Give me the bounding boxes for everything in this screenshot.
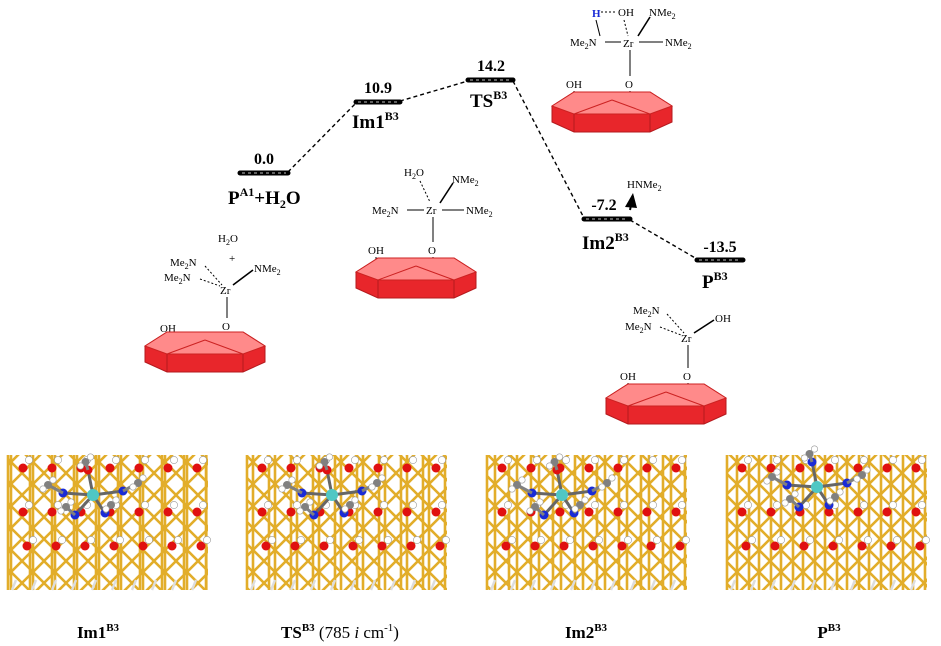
ts-h: H xyxy=(592,8,601,20)
energy-value-pb3: -13.5 xyxy=(703,239,736,256)
im1-surface-model xyxy=(6,453,211,591)
pb3-surface-slab xyxy=(605,383,727,425)
caption-im2: Im2B3 xyxy=(565,622,608,642)
pb3-oh-zr: OH xyxy=(715,313,731,325)
state-label-pa1: PA1+H2O xyxy=(228,185,301,211)
im2-hnme2: HNMe2 xyxy=(627,179,662,193)
surface-models xyxy=(6,445,930,591)
ts-me2n: Me2N xyxy=(570,37,597,51)
ts-oh-top: OH xyxy=(618,7,634,19)
state-label-im2: Im2B3 xyxy=(582,230,629,254)
im1-nme2-right: NMe2 xyxy=(466,205,493,219)
pb3-zr: Zr xyxy=(681,333,692,345)
ts-o: O xyxy=(625,79,633,91)
im1-o: O xyxy=(428,245,436,257)
connectors xyxy=(287,80,698,260)
pa1-surface-slab xyxy=(144,331,266,373)
structure-pa1: H2O + Me2N Me2N NMe2 Zr O OH xyxy=(144,233,281,373)
pb3-surface-model xyxy=(725,445,930,591)
connector-im1-ts xyxy=(399,80,469,102)
structure-pb3: Me2N Me2N OH Zr O OH xyxy=(605,305,731,425)
state-label-pb3: PB3 xyxy=(702,269,728,293)
pa1-plus: + xyxy=(229,253,235,265)
im1-nme2-top: NMe2 xyxy=(452,174,479,188)
caption-im1: Im1B3 xyxy=(77,622,120,642)
structure-im2: HNMe2 xyxy=(625,179,662,211)
connector-im2-pb3 xyxy=(629,219,698,260)
connector-ts-im2 xyxy=(512,80,585,219)
ts-nme2-top: NMe2 xyxy=(649,7,676,21)
pa1-water: H2O xyxy=(218,233,238,247)
connector-pa1-im1 xyxy=(287,102,357,173)
im1-me2n: Me2N xyxy=(372,205,399,219)
caption-pb3: PB3 xyxy=(817,622,841,642)
ts-surface-model xyxy=(245,453,450,591)
pb3-me2n-a: Me2N xyxy=(633,305,660,319)
caption-ts: TSB3 (785 i cm-1) xyxy=(281,622,399,642)
pb3-o: O xyxy=(683,371,691,383)
energy-value-pa1: 0.0 xyxy=(254,151,274,168)
energy-value-im1: 10.9 xyxy=(364,80,392,97)
im1-oh: OH xyxy=(368,245,384,257)
energy-bars-highlight xyxy=(242,79,741,261)
energy-value-ts: 14.2 xyxy=(477,58,505,75)
ts-nme2-right: NMe2 xyxy=(665,37,692,51)
state-label-im1: Im1B3 xyxy=(352,109,399,133)
pa1-me2n-b: Me2N xyxy=(164,272,191,286)
ts-oh: OH xyxy=(566,79,582,91)
structure-im1: H2O NMe2 Me2N NMe2 Zr O OH xyxy=(355,167,493,299)
im1-surface-slab xyxy=(355,257,477,299)
energy-value-im2: -7.2 xyxy=(591,197,616,214)
pa1-nme2: NMe2 xyxy=(254,263,281,277)
pb3-me2n-b: Me2N xyxy=(625,321,652,335)
pa1-o: O xyxy=(222,321,230,333)
state-label-ts: TSB3 xyxy=(470,88,507,112)
structure-ts: H OH NMe2 Me2N NMe2 Zr O OH xyxy=(551,7,692,133)
pa1-zr: Zr xyxy=(220,285,231,297)
ts-surface-slab xyxy=(551,91,673,133)
pa1-me2n-a: Me2N xyxy=(170,257,197,271)
pb3-oh: OH xyxy=(620,371,636,383)
ts-zr: Zr xyxy=(623,38,634,50)
im2-surface-model xyxy=(485,453,690,591)
im1-zr: Zr xyxy=(426,205,437,217)
im1-water: H2O xyxy=(404,167,424,181)
